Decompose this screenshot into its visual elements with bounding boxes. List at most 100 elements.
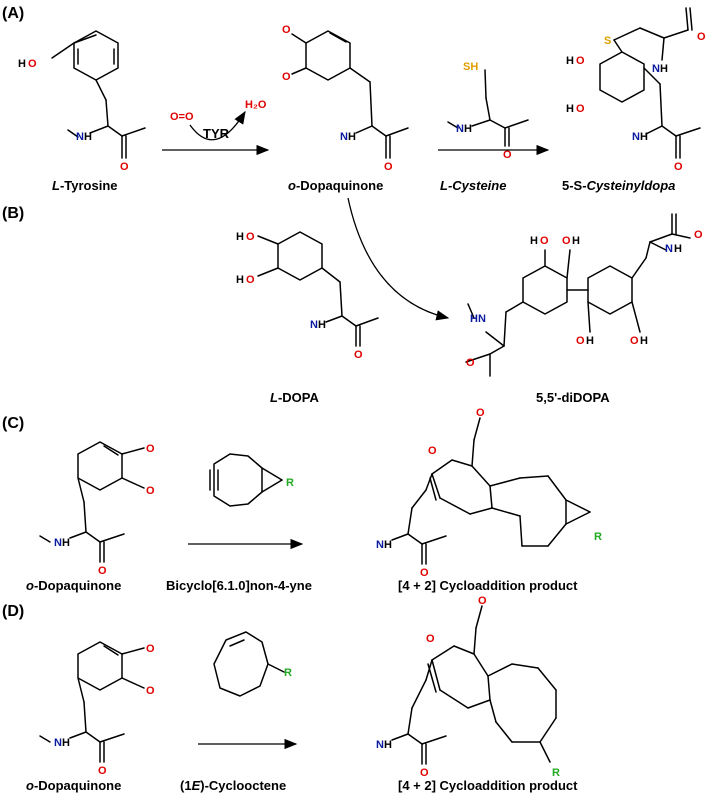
atom-o: O — [426, 633, 435, 645]
atom-o: O — [146, 485, 155, 497]
dopa-structure — [257, 231, 379, 347]
atom-n: N — [340, 131, 348, 143]
atom-o: O — [246, 231, 255, 243]
label-cysteinyldopa: 5-S-Cysteinyldopa — [562, 178, 675, 193]
atom-o: O — [146, 643, 155, 655]
atom-h: H — [674, 243, 682, 255]
atom-s: S — [604, 35, 611, 47]
atom-h: H — [84, 131, 92, 143]
atom-n: N — [376, 739, 384, 751]
atom-o: O — [503, 149, 512, 161]
atom-h: H — [464, 123, 472, 135]
atom-o: O — [384, 161, 393, 173]
reagent-oxygen: O=O — [170, 111, 194, 123]
reagent-enzyme: TYR — [203, 126, 230, 141]
atom-r: R — [284, 667, 292, 679]
label-dopaquinone-a: o-Dopaquinone — [288, 178, 383, 193]
label-cysteine: L-Cysteine — [440, 178, 506, 193]
atom-n: N — [376, 539, 384, 551]
atom-o: O — [420, 767, 429, 779]
label-product-c: [4 + 2] Cycloaddition product — [398, 578, 578, 593]
label-dopaquinone-c: o-Dopaquinone — [26, 578, 121, 593]
panel-label-d: (D) — [2, 603, 24, 620]
cysteine-structure — [447, 69, 529, 147]
dopaquinone-structure-c — [39, 441, 145, 563]
atom-ho: H — [236, 274, 244, 286]
atom-h: H — [318, 319, 326, 331]
atom-ho: H — [530, 235, 538, 247]
atom-sh: SH — [463, 61, 478, 73]
oxygen-consumption-arrow — [189, 110, 246, 141]
atom-h: H — [640, 335, 648, 347]
atom-n: H — [470, 313, 478, 325]
atom-h: H — [62, 737, 70, 749]
atom-r: R — [286, 477, 294, 489]
coupling-arrow — [347, 197, 450, 321]
atom-o: O — [476, 407, 485, 419]
panel-label-a: (A) — [2, 5, 24, 22]
atom-r: R — [594, 531, 602, 543]
label-tyrosine: L-Tyrosine — [52, 178, 118, 193]
atom-h: H — [384, 739, 392, 751]
atom-ho: H — [566, 103, 574, 115]
atom-n: N — [632, 131, 640, 143]
didopa-structure — [465, 213, 691, 377]
atom-h: H — [660, 63, 668, 75]
label-didopa: 5,5'-diDOPA — [536, 390, 610, 405]
dopaquinone-structure-d — [39, 641, 145, 763]
atom-n: N — [652, 63, 660, 75]
panel-label-c: (C) — [2, 415, 24, 432]
label-bicyclo: Bicyclo[6.1.0]non-4-yne — [166, 578, 312, 593]
atom-h: H — [640, 131, 648, 143]
atom-o: O — [246, 274, 255, 286]
atom-n: N — [665, 243, 673, 255]
label-product-d: [4 + 2] Cycloaddition product — [398, 778, 578, 793]
atom-n: N — [456, 123, 464, 135]
atom-ho: H — [18, 58, 26, 70]
atom-o: O — [420, 567, 429, 579]
bicyclononyne-structure — [209, 453, 283, 507]
atom-h: H — [62, 537, 70, 549]
atom-o: O — [576, 335, 585, 347]
atom-o: O — [478, 595, 487, 607]
label-dopa: L-DOPA — [270, 390, 319, 405]
atom-r: R — [552, 767, 560, 779]
atom-o: O — [576, 103, 585, 115]
atom-n: N — [76, 131, 84, 143]
atom-o: O — [697, 31, 706, 43]
cycloaddition-product-d-structure — [391, 605, 557, 765]
atom-o: O — [540, 235, 549, 247]
atom-n: N — [478, 313, 486, 325]
cyclooctene-structure — [213, 631, 285, 697]
atom-o: O — [98, 765, 107, 777]
atom-o: O — [466, 357, 475, 369]
cycloaddition-product-c-structure — [391, 417, 591, 565]
atom-o: O — [146, 685, 155, 697]
atom-n: N — [54, 737, 62, 749]
atom-h: H — [572, 235, 580, 247]
atom-n: N — [310, 319, 318, 331]
atom-h: H — [348, 131, 356, 143]
tyrosine-structure — [51, 30, 146, 159]
atom-o: O — [354, 349, 363, 361]
atom-h: H — [586, 335, 594, 347]
atom-ho: H — [566, 55, 574, 67]
atom-o: O — [120, 161, 129, 173]
label-dopaquinone-d: o-Dopaquinone — [26, 778, 121, 793]
atom-o: O — [630, 335, 639, 347]
atom-o: O — [576, 55, 585, 67]
atom-o: O — [146, 443, 155, 455]
atom-o: O — [98, 565, 107, 577]
label-cyclooctene: (1E)-Cyclooctene — [180, 778, 286, 793]
atom-ho: H — [236, 231, 244, 243]
atom-n: N — [54, 537, 62, 549]
atom-o: O — [282, 71, 291, 83]
atom-o: O — [562, 235, 571, 247]
panel-label-b: (B) — [2, 205, 24, 222]
cysteinyldopa-structure — [599, 7, 701, 159]
atom-o: O — [28, 58, 37, 70]
atom-o: O — [428, 445, 437, 457]
atom-h: H — [384, 539, 392, 551]
atom-o: O — [674, 161, 683, 173]
